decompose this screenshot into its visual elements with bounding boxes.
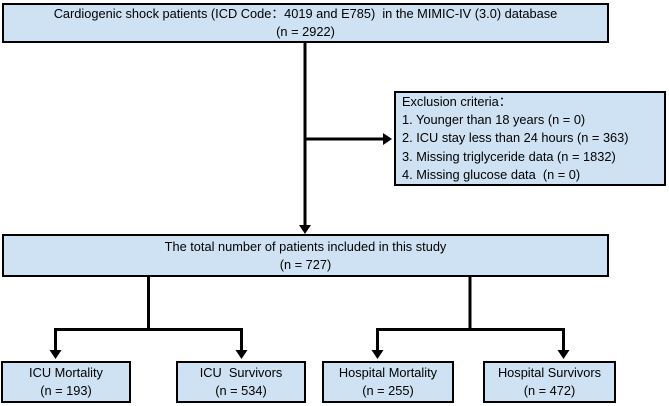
hospital-mortality-label: Hospital Mortality [338,365,438,380]
total-included-box: The total number of patients included in… [2,234,609,277]
tee-lines-icu-group [54,275,243,352]
hospital-survivors-box: Hospital Survivors (n = 472) [483,361,616,403]
source-population-count: (n = 2922) [276,24,335,39]
total-included-text: The total number of patients included in… [164,238,447,254]
source-population-text: Cardiogenic shock patients (ICD Code：401… [53,6,558,21]
hospital-survivors-count: (n = 472) [523,383,576,398]
hospital-mortality-count: (n = 255) [362,383,414,398]
total-included-count: (n = 727) [279,256,332,272]
exclusion-criteria-box: Exclusion criteria： 1. Younger than 18 y… [394,91,666,186]
icu-survivors-label: ICU Survivors [199,365,283,380]
source-population-box: Cardiogenic shock patients (ICD Code：401… [2,3,609,43]
exclusion-item: 1. Younger than 18 years (n = 0) [402,112,586,128]
icu-mortality-count: (n = 193) [40,383,92,398]
icu-survivors-count: (n = 534) [215,383,267,398]
icu-mortality-box: ICU Mortality (n = 193) [1,361,131,403]
exclusion-title: Exclusion criteria： [402,94,512,109]
tee-lines-hospital-group [376,275,565,352]
arrowhead-down-total [299,225,311,234]
hospital-survivors-label: Hospital Survivors [497,365,602,380]
arrowhead-down-hospital-mortality [371,350,384,359]
arrowhead-down-icu-mortality [49,350,62,359]
exclusion-item: 4. Missing glucose data (n = 0) [402,166,581,182]
hospital-mortality-box: Hospital Mortality (n = 255) [322,361,454,403]
exclusion-item: 2. ICU stay less than 24 hours (n = 363) [402,130,629,146]
exclusion-item: 3. Missing triglyceride data (n = 1832) [402,148,616,164]
arrowhead-right-exclusion [383,133,392,145]
arrowhead-down-hospital-survivors [557,350,570,359]
icu-survivors-box: ICU Survivors (n = 534) [176,361,306,403]
icu-mortality-label: ICU Mortality [29,365,103,380]
arrowhead-down-icu-survivors [235,350,248,359]
